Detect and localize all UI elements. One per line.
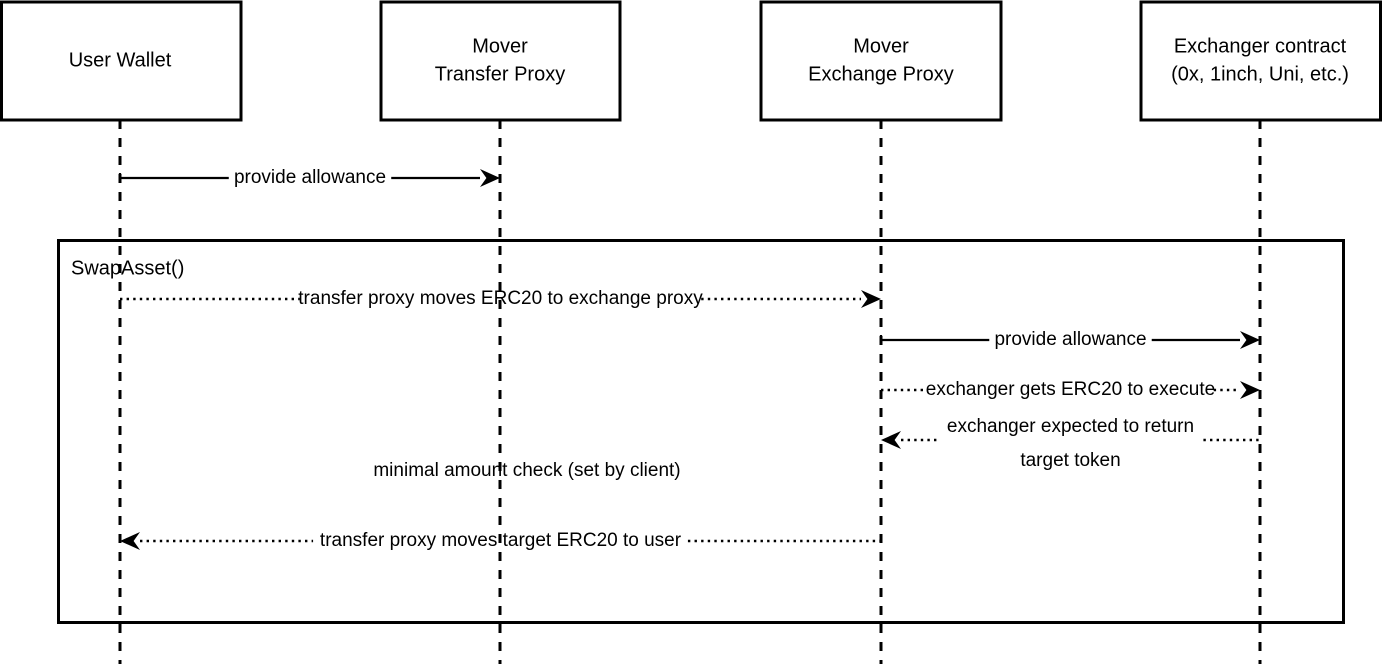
participant-label-exchange-proxy-line2: Exchange Proxy — [808, 63, 954, 85]
fragment-label: SwapAsset() — [71, 257, 184, 279]
participant-exchanger-contract[interactable]: Exchanger contract (0x, 1inch, Uni, etc.) — [1139, 0, 1382, 122]
lifelines-group — [118, 120, 1262, 664]
participant-box-user-wallet[interactable] — [0, 0, 243, 122]
participant-label-exchange-proxy-line1: Mover — [853, 35, 909, 57]
message-label-msg-provide-allowance-2: provide allowance — [994, 329, 1146, 350]
participant-box-transfer-proxy[interactable] — [379, 0, 622, 122]
arrowhead-msg-exchanger-gets-erc20 — [1240, 381, 1260, 399]
notes-group: minimal amount check (set by client) — [373, 460, 680, 481]
participant-label-user-wallet-line1: User Wallet — [69, 49, 172, 71]
message-label-msg-exchanger-gets-erc20: exchanger gets ERC20 to execute — [926, 379, 1215, 400]
fragment-border — [57, 239, 1345, 624]
messages-group: provide allowance transfer proxy moves ER… — [118, 167, 1260, 551]
message-msg-provide-allowance-2: provide allowance — [879, 329, 1260, 350]
arrowhead-msg-provide-allowance-2 — [1240, 331, 1260, 349]
arrowhead-msg-transfer-proxy-moves-target-erc20 — [120, 532, 140, 550]
message-label-msg-transfer-proxy-moves-erc20: transfer proxy moves ERC20 to exchange p… — [298, 288, 703, 309]
participant-user-wallet[interactable]: User Wallet — [0, 0, 243, 122]
message-msg-exchanger-returns-target-token: exchanger expected to return target token — [881, 416, 1260, 471]
message-label-msg-exchanger-returns-target-token-line2: target token — [1020, 450, 1120, 471]
message-msg-transfer-proxy-moves-target-erc20: transfer proxy moves target ERC20 to use… — [120, 530, 881, 551]
participant-label-transfer-proxy-line1: Mover — [472, 35, 528, 57]
arrowhead-msg-exchanger-returns-target-token — [881, 431, 901, 449]
message-label-msg-provide-allowance-1: provide allowance — [234, 167, 386, 188]
message-msg-exchanger-gets-erc20: exchanger gets ERC20 to execute — [881, 379, 1260, 400]
participant-label-transfer-proxy-line2: Transfer Proxy — [435, 63, 565, 85]
message-label-msg-transfer-proxy-moves-target-erc20: transfer proxy moves target ERC20 to use… — [320, 530, 682, 551]
participant-box-exchange-proxy[interactable] — [759, 0, 1003, 122]
fragment-swapasset: SwapAsset() — [57, 239, 1345, 624]
participant-label-exchanger-contract-line1: Exchanger contract — [1174, 35, 1347, 57]
note-label-note-minimal-amount-check: minimal amount check (set by client) — [373, 460, 680, 481]
participant-label-exchanger-contract-line2: (0x, 1inch, Uni, etc.) — [1171, 63, 1349, 85]
arrowhead-msg-transfer-proxy-moves-erc20 — [861, 290, 881, 308]
message-msg-transfer-proxy-moves-erc20: transfer proxy moves ERC20 to exchange p… — [120, 288, 881, 309]
message-label-msg-exchanger-returns-target-token-line1: exchanger expected to return — [947, 416, 1194, 437]
message-msg-provide-allowance-1: provide allowance — [118, 167, 500, 188]
participant-box-exchanger-contract[interactable] — [1139, 0, 1382, 122]
arrowhead-msg-provide-allowance-1 — [480, 169, 500, 187]
note-note-minimal-amount-check: minimal amount check (set by client) — [373, 460, 680, 481]
